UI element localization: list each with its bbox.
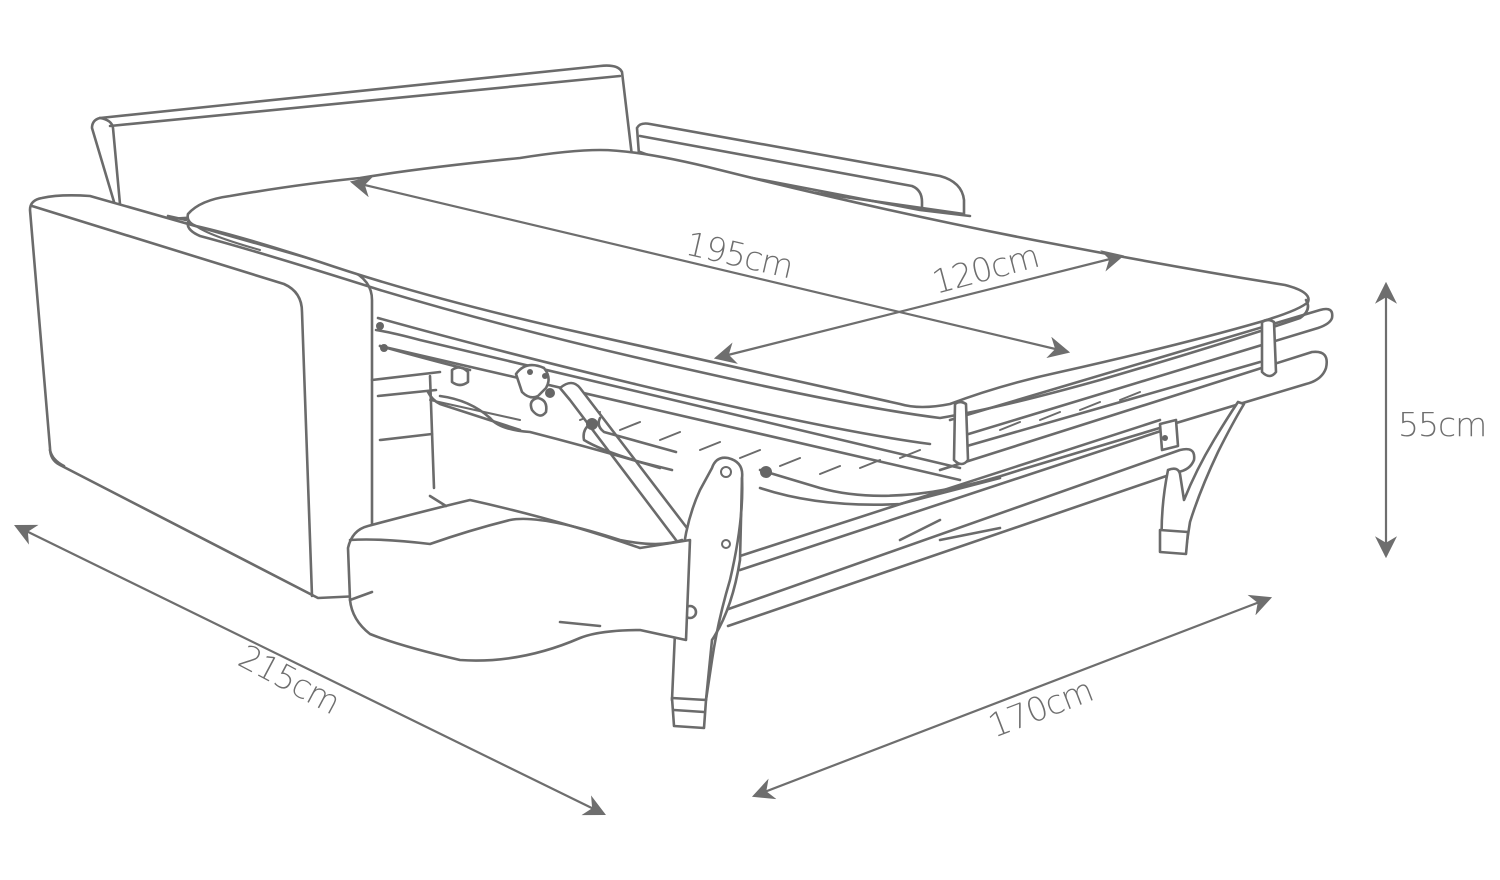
sofa-left-arm xyxy=(28,194,374,600)
label-height: 55cm xyxy=(1398,405,1486,444)
front-leg-left xyxy=(670,456,772,730)
label-open-depth: 215cm xyxy=(232,637,346,722)
dimension-lines xyxy=(14,175,1397,816)
dim-line-215 xyxy=(14,524,606,816)
dim-line-170 xyxy=(751,594,1273,800)
front-leg-right xyxy=(1158,400,1246,556)
label-overall-width: 170cm xyxy=(983,670,1098,745)
bed-frame xyxy=(374,307,1334,628)
dim-line-120 xyxy=(713,250,1125,364)
